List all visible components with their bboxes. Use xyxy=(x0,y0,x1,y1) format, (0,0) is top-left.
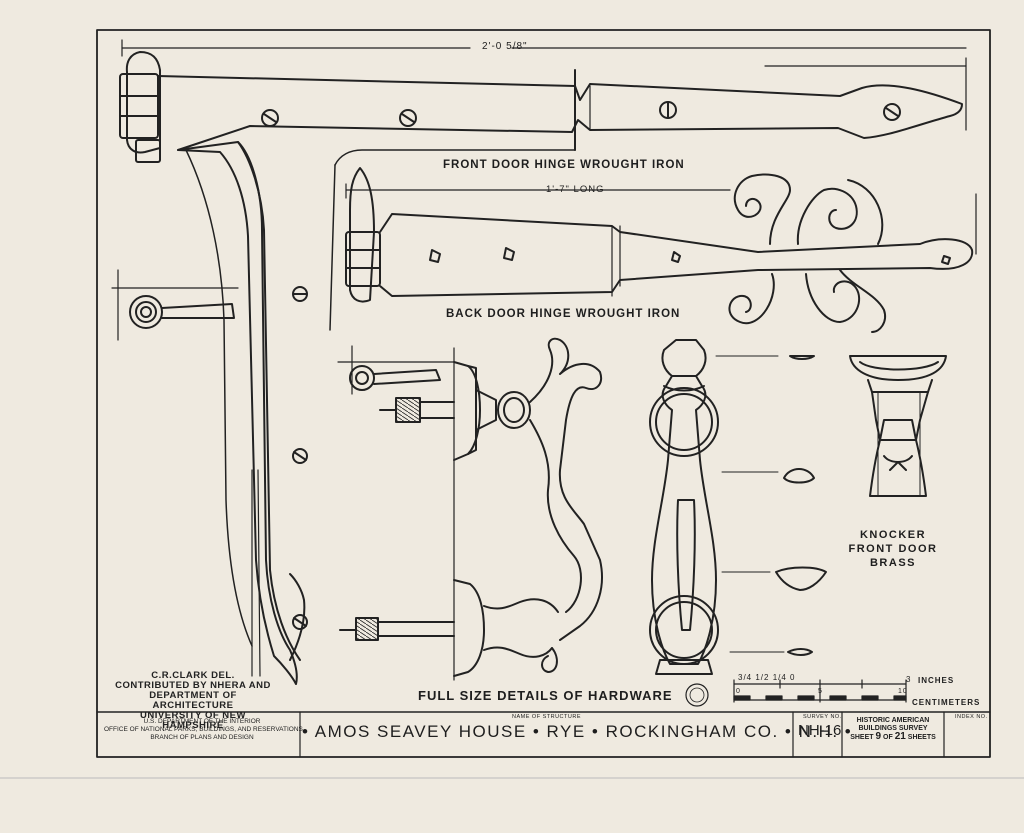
delineator-credit: C.R.CLARK DEL. CONTRIBUTED BY NHERA AND … xyxy=(115,670,271,731)
sheet-border xyxy=(96,29,991,758)
knocker-label: KNOCKER FRONT DOOR BRASS xyxy=(848,529,938,569)
latch-hook-detail xyxy=(337,345,455,395)
scale-cm-0: 0 xyxy=(736,688,741,695)
details-title: FULL SIZE DETAILS OF HARDWARE xyxy=(418,688,673,703)
habs-block: HISTORIC AMERICAN BUILDINGS SURVEY SHEET… xyxy=(850,717,936,742)
back-hinge-knuckle xyxy=(345,231,381,287)
structure-name: • AMOS SEAVEY HOUSE • RYE • ROCKINGHAM C… xyxy=(302,722,853,741)
scale-inch-ticks: 3/4 1/2 1/4 0 xyxy=(738,673,796,682)
index-caption: INDEX NO. xyxy=(955,714,988,720)
sheet-total: 21 xyxy=(894,731,906,742)
survey-seal-icon xyxy=(685,683,709,707)
scale-cm-label: CENTIMETERS xyxy=(912,698,981,707)
front-door-hinge xyxy=(119,51,963,685)
structure-caption: NAME OF STRUCTURE xyxy=(512,714,581,720)
front-hinge-vertical-strap xyxy=(185,149,253,647)
survey-caption: SURVEY NO. xyxy=(803,714,842,720)
hinge-scroll xyxy=(733,173,791,245)
door-handle-side xyxy=(339,337,603,681)
overall-dimension-label: 2'-0 5/8" xyxy=(482,41,528,52)
back-door-hinge xyxy=(329,149,974,333)
front-hinge-label: FRONT DOOR HINGE WROUGHT IRON xyxy=(443,159,685,171)
agency-block: U.S. DEPARTMENT OF THE INTERIOR OFFICE O… xyxy=(104,718,303,741)
pintle-detail xyxy=(111,269,239,341)
knocker-front xyxy=(649,339,827,675)
scale-cm-5: 5 xyxy=(818,688,823,695)
back-hinge-label: BACK DOOR HINGE WROUGHT IRON xyxy=(446,308,681,320)
scale-cm-10: 10 xyxy=(898,688,908,695)
scale-inch-end: 3 xyxy=(906,675,912,684)
survey-number: NH-16 xyxy=(798,722,842,739)
scale-bar xyxy=(733,679,907,703)
scale-inches-label: INCHES xyxy=(918,676,955,685)
sheet-number: 9 xyxy=(875,731,882,742)
overall-dimension-line xyxy=(121,39,967,131)
knocker-side xyxy=(849,355,947,497)
hinge-knuckle xyxy=(119,73,159,139)
back-dimension-label: 1'-7" LONG xyxy=(546,184,605,195)
